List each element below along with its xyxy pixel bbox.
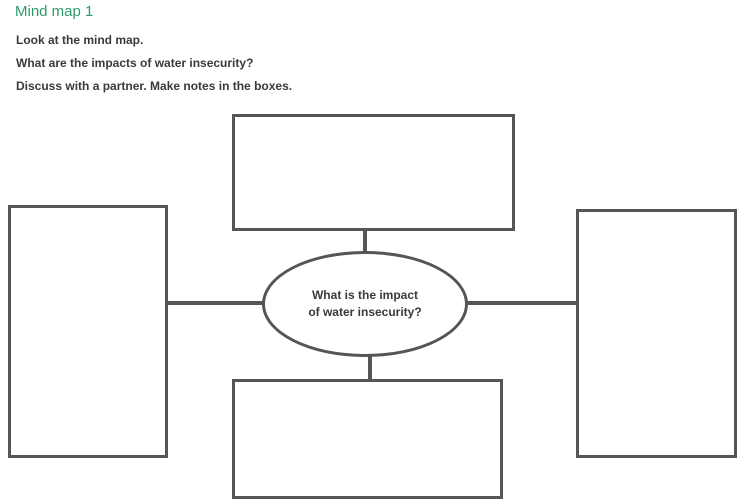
central-question-ellipse: What is the impact of water insecurity? [262, 251, 468, 357]
note-box-top[interactable] [232, 114, 515, 231]
instruction-question: What are the impacts of water insecurity… [16, 56, 254, 70]
page-title: Mind map 1 [15, 3, 94, 20]
connector-bottom [368, 355, 372, 381]
connector-left [166, 301, 264, 305]
note-box-right[interactable] [576, 209, 737, 458]
central-question-line-2: of water insecurity? [308, 305, 422, 319]
instruction-look: Look at the mind map. [16, 33, 144, 47]
central-question: What is the impact of water insecurity? [290, 287, 440, 321]
note-box-bottom[interactable] [232, 379, 503, 499]
connector-right [466, 301, 578, 305]
connector-top [363, 229, 367, 253]
instruction-discuss: Discuss with a partner. Make notes in th… [16, 79, 293, 93]
central-question-line-1: What is the impact [311, 288, 418, 302]
note-box-left[interactable] [8, 205, 168, 458]
